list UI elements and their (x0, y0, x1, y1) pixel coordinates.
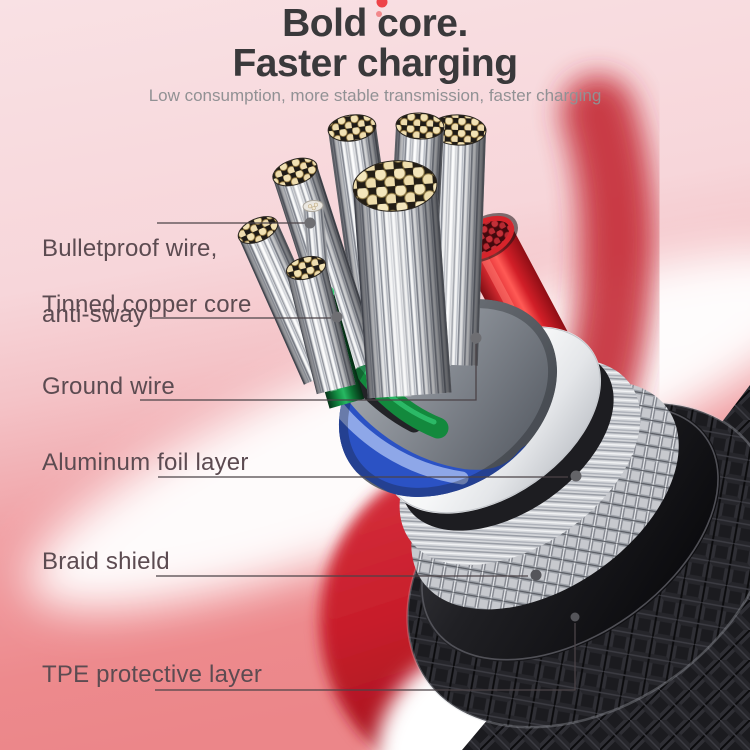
accent-dot-small (376, 11, 382, 17)
tinned-copper-core-bundle (352, 160, 452, 399)
callout-tpe-protective-layer: TPE protective layer (42, 661, 263, 688)
subtitle: Low consumption, more stable transmissio… (148, 86, 602, 105)
callout-tinned-copper-core: Tinned copper core (42, 291, 252, 318)
callout-ground-wire: Ground wire (42, 373, 175, 400)
callout-dot-ground (470, 332, 482, 344)
headline-line1: Bold core. (282, 2, 468, 45)
strand-bundle (285, 255, 356, 395)
callout-dot-tpe (570, 612, 580, 622)
copper-tips-face (395, 112, 445, 140)
callout-dots (304, 217, 582, 622)
callout-dot-bulletproof (304, 217, 316, 229)
leader-tpe (155, 623, 576, 691)
callout-bulletproof-line2: anti-sway (42, 301, 146, 328)
copper-tips-face (285, 255, 327, 281)
callout-dot-tinned (331, 311, 343, 323)
callout-braid-shield: Braid shield (42, 548, 170, 575)
leader-ground-wire (140, 344, 477, 401)
callout-dot-braid (530, 569, 542, 581)
callout-dot-aluminum (570, 470, 582, 482)
copper-tips-face (272, 157, 318, 187)
strand-bundles-front (285, 160, 452, 399)
callout-bulletproof-line1: Bulletproof wire, (42, 235, 218, 262)
callout-aluminum-foil-layer: Aluminum foil layer (42, 449, 249, 476)
copper-tips-face (327, 114, 377, 142)
headline-line2: Faster charging (232, 42, 518, 85)
cable-layers (237, 112, 750, 750)
callout-bulletproof-wire: Bulletproof wire, anti-sway (42, 199, 217, 331)
accent-dots (376, 0, 388, 17)
leader-lines (140, 222, 576, 691)
copper-tips-face (352, 160, 438, 212)
accent-dot-large (376, 0, 388, 8)
